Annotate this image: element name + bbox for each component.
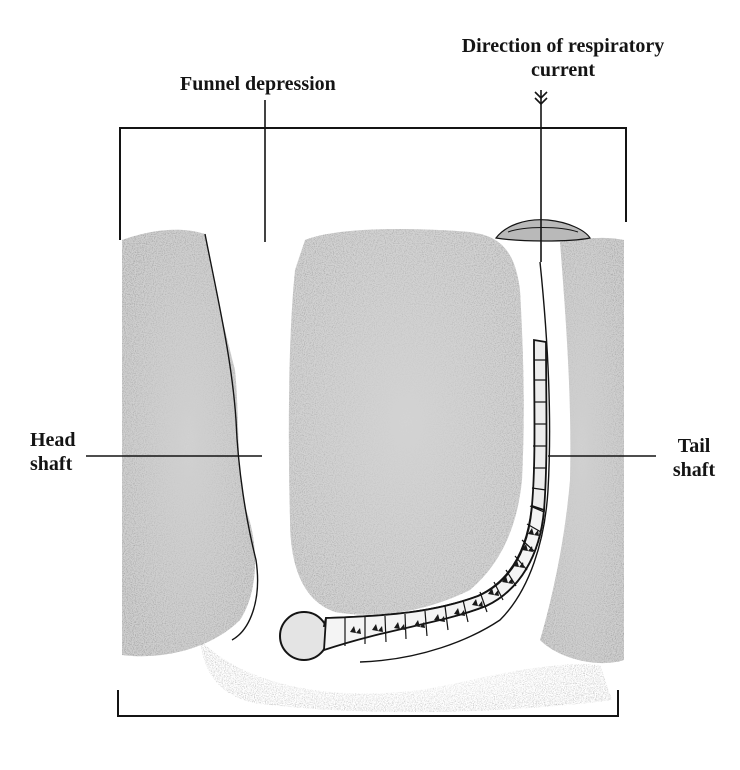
burrow-walls	[204, 233, 551, 663]
frame-top	[119, 127, 627, 240]
respiratory-current-label: Direction of respiratory current	[428, 34, 698, 82]
frame-bottom-bracket	[117, 690, 619, 717]
sediment-bottom-band	[200, 640, 612, 713]
head-shaft-wall	[204, 233, 259, 641]
worm-head	[279, 611, 329, 661]
tail-shaft-line1: Tail	[677, 435, 711, 457]
sediment-central-block-grain	[288, 229, 524, 615]
worm-gills	[350, 528, 539, 634]
respiratory-current-line1: Direction of respiratory	[461, 35, 665, 57]
respiratory-current-line2: current	[530, 59, 596, 81]
tail-shaft-line2: shaft	[672, 459, 716, 481]
sediment	[122, 229, 624, 713]
funnel-depression-label: Funnel depression	[180, 72, 336, 96]
head-shaft-line2: shaft	[30, 453, 73, 475]
tail-shaft-label: Tail shaft	[664, 434, 724, 482]
section-frame	[117, 127, 627, 717]
sediment-cast	[494, 219, 591, 242]
head-shaft-line1: Head	[30, 429, 76, 451]
worm-segments	[344, 359, 547, 646]
respiratory-arrow-icon	[534, 91, 548, 106]
head-shaft-label: Head shaft	[30, 428, 76, 476]
funnel-depression-text: Funnel depression	[180, 73, 336, 95]
sediment-left-block-grain	[122, 229, 256, 657]
leader-lines	[86, 90, 656, 457]
lugworm	[279, 338, 548, 661]
tail-shaft-wall	[359, 261, 551, 663]
sediment-right-block-grain	[540, 237, 624, 664]
